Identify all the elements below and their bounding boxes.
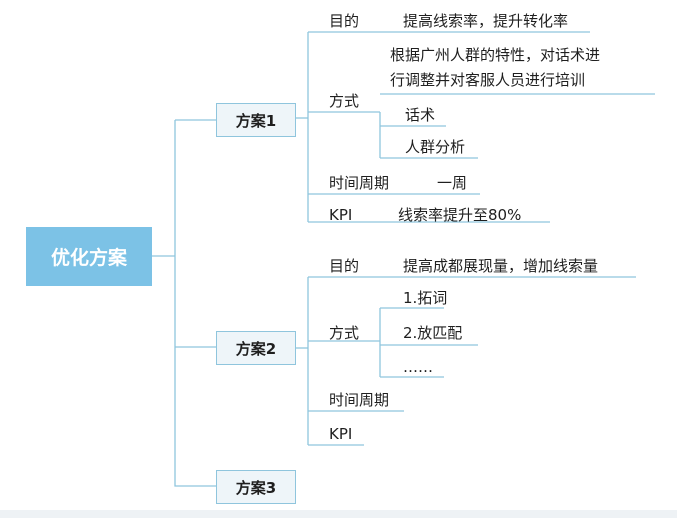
plan2-method-sub-match: 2.放匹配 <box>403 324 463 342</box>
plan2-goal-value: 提高成都展现量，增加线索量 <box>403 257 599 275</box>
plan1-node[interactable]: 方案1 <box>216 103 296 137</box>
plan1-method-sub-script: 话术 <box>405 106 436 124</box>
plan2-method-sub-expand: 1.拓词 <box>403 289 448 307</box>
plan1-kpi-value: 线索率提升至80% <box>398 206 522 224</box>
plan2-goal-key: 目的 <box>329 257 360 275</box>
plan1-label: 方案1 <box>235 111 277 130</box>
root-label: 优化方案 <box>50 247 127 269</box>
plan2-method-sub-more: …… <box>403 358 433 376</box>
bottom-strip <box>0 510 677 518</box>
plan3-label: 方案3 <box>235 478 277 497</box>
plan1-method-detail-line1: 根据广州人群的特性，对话术进 <box>390 46 601 64</box>
plan1-period-value: 一周 <box>437 174 468 192</box>
plan2-method-key: 方式 <box>329 324 360 342</box>
root-node[interactable]: 优化方案 <box>26 227 152 286</box>
plan1-period-key: 时间周期 <box>329 174 390 192</box>
plan1-method-detail-line2: 行调整并对客服人员进行培训 <box>390 71 586 89</box>
plan1-goal-key: 目的 <box>329 12 360 30</box>
plan2-node[interactable]: 方案2 <box>216 331 296 365</box>
plan1-method-key: 方式 <box>329 92 360 110</box>
plan3-node[interactable]: 方案3 <box>216 470 296 504</box>
plan2-label: 方案2 <box>235 339 277 358</box>
plan2-period-key: 时间周期 <box>329 391 390 409</box>
plan1-method-sub-crowd: 人群分析 <box>405 138 466 156</box>
plan2-kpi-key: KPI <box>329 425 353 443</box>
plan1-kpi-key: KPI <box>329 206 353 224</box>
plan1-goal-value: 提高线索率，提升转化率 <box>403 12 569 30</box>
